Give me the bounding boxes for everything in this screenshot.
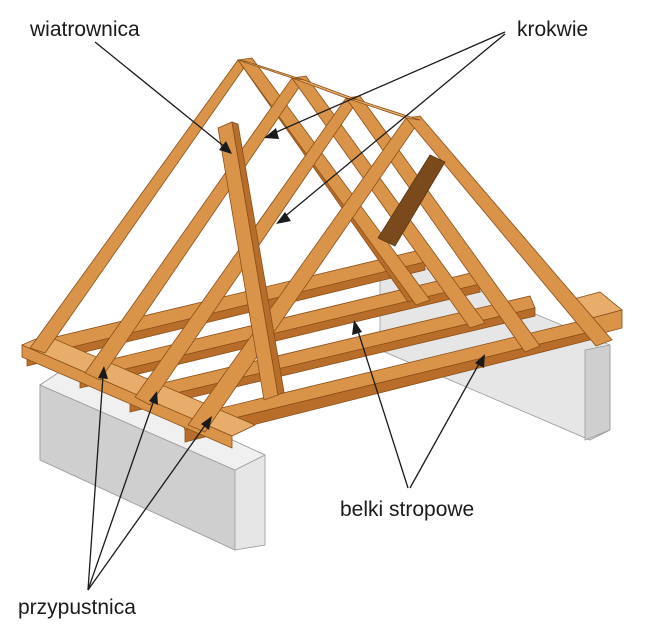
arrowhead-beams-1 <box>352 320 362 335</box>
leader-rafters-2 <box>282 33 506 219</box>
arrowhead-windbrace <box>219 141 232 154</box>
leader-sole-1 <box>87 375 104 591</box>
label-windbrace: wiatrownica <box>29 18 140 41</box>
label-ceiling-beams: belki stropowe <box>340 498 474 521</box>
label-sole-plate: przypustnica <box>18 596 136 619</box>
arrowhead-beams-2 <box>475 354 485 368</box>
arrowhead-sole-1 <box>98 366 108 379</box>
wind-brace <box>217 121 285 401</box>
leader-windbrace <box>94 41 227 149</box>
leader-sole-2 <box>87 399 155 591</box>
arrowhead-sole-2 <box>149 391 158 405</box>
leader-beams-1 <box>356 327 409 489</box>
arrowhead-sole-3 <box>201 416 212 430</box>
leader-beams-2 <box>409 361 481 489</box>
arrowhead-rafters-2 <box>276 212 291 224</box>
leader-rafters-1 <box>271 31 506 135</box>
purlin-block <box>377 154 446 247</box>
arrowhead-rafters-1 <box>264 128 279 139</box>
sole-plates <box>20 291 623 449</box>
label-rafters: krokwie <box>517 18 588 41</box>
leader-sole-3 <box>87 423 207 591</box>
